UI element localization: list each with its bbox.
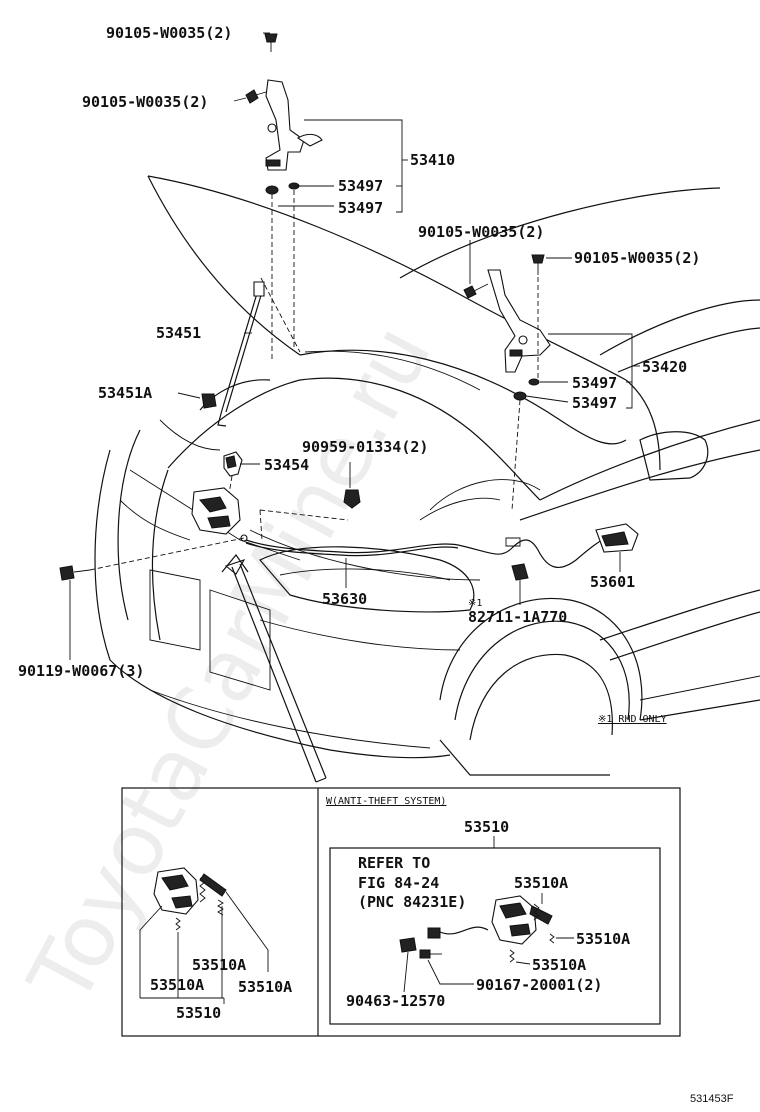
rod-holder-icon — [201, 393, 217, 409]
bolt-lock-icon — [59, 565, 91, 581]
inset-right-lock — [427, 895, 555, 963]
bolt-rh-1-icon — [463, 283, 489, 299]
label-cable: 53630 — [322, 590, 367, 608]
inset-label-spring-c: 53510A — [532, 956, 586, 974]
inset-screw-icon — [419, 949, 442, 959]
inset-refer-line-1: REFER TO — [358, 854, 430, 872]
inset-grommet-icon — [399, 937, 417, 953]
bolt-rh-2-icon — [531, 254, 545, 275]
label-clip: 90959-01334(2) — [302, 438, 428, 456]
leader-lines — [69, 32, 640, 660]
label-rod-holder: 53451A — [98, 384, 152, 402]
hood-switch-icon — [505, 537, 529, 581]
label-cushion-lh-2: 53497 — [338, 199, 383, 217]
hood-hinge-lh — [265, 79, 323, 171]
label-switch: 82711-1A770 — [468, 608, 567, 626]
detail-pointer-arrow — [221, 554, 327, 783]
label-lever: 53601 — [590, 573, 635, 591]
label-bolt-rh-1: 90105-W0035(2) — [418, 223, 544, 241]
inset-label-spring-b: 53510A — [576, 930, 630, 948]
hood-release-lever — [595, 523, 639, 553]
clip-icon — [343, 489, 361, 509]
inset-header-anti-theft: W(ANTI-THEFT SYSTEM) — [326, 796, 446, 807]
label-hinge-rh: 53420 — [642, 358, 687, 376]
detail-inset: 53510A 53510A 53510A 53510 W(ANTI-THEFT … — [121, 787, 681, 1037]
inset-refer-line-2: FIG 84-24 — [358, 874, 439, 892]
hood-hinge-rh — [487, 269, 551, 373]
hood-lock-catch — [223, 451, 243, 501]
label-bolt-rh-2: 90105-W0035(2) — [574, 249, 700, 267]
label-bolt-top: 90105-W0035(2) — [106, 24, 232, 42]
hood-lock-assembly — [191, 487, 248, 542]
hinge-cushions-rh — [513, 378, 540, 401]
label-switch-note: ※1 — [468, 598, 482, 609]
inset-left-lock — [153, 867, 227, 931]
label-lock-catch: 53454 — [264, 456, 309, 474]
label-bolt-top2: 90105-W0035(2) — [82, 93, 208, 111]
note-rhd-only: ※1 RHD ONLY — [598, 714, 667, 725]
label-cushion-rh-1: 53497 — [572, 374, 617, 392]
inset-label-spring-1: 53510A — [192, 956, 246, 974]
label-cushion-rh-2: 53497 — [572, 394, 617, 412]
inset-label-lock-right: 53510 — [464, 818, 509, 836]
bolt-side-icon — [245, 89, 267, 104]
inset-label-spring-2: 53510A — [150, 976, 204, 994]
callout-labels: 90105-W0035(2) 90105-W0035(2) 53410 5349… — [18, 24, 700, 725]
inset-label-lock-left: 53510 — [176, 1004, 221, 1022]
label-hinge-lh: 53410 — [410, 151, 455, 169]
label-support-rod: 53451 — [156, 324, 201, 342]
release-cable — [245, 535, 611, 568]
inset-label-screw: 90167-20001(2) — [476, 976, 602, 994]
label-cushion-lh-1: 53497 — [338, 177, 383, 195]
bolt-top-icon — [264, 33, 278, 52]
inset-label-spring-a: 53510A — [514, 874, 568, 892]
inset-label-spring-3: 53510A — [238, 978, 292, 996]
figure-code: 531453F — [690, 1093, 734, 1105]
hood-support-rod — [217, 281, 265, 427]
inset-label-grommet: 90463-12570 — [346, 992, 445, 1010]
inset-refer-line-3: (PNC 84231E) — [358, 893, 466, 911]
vehicle-outline — [94, 175, 760, 776]
label-bolt-lock: 90119-W0067(3) — [18, 662, 144, 680]
